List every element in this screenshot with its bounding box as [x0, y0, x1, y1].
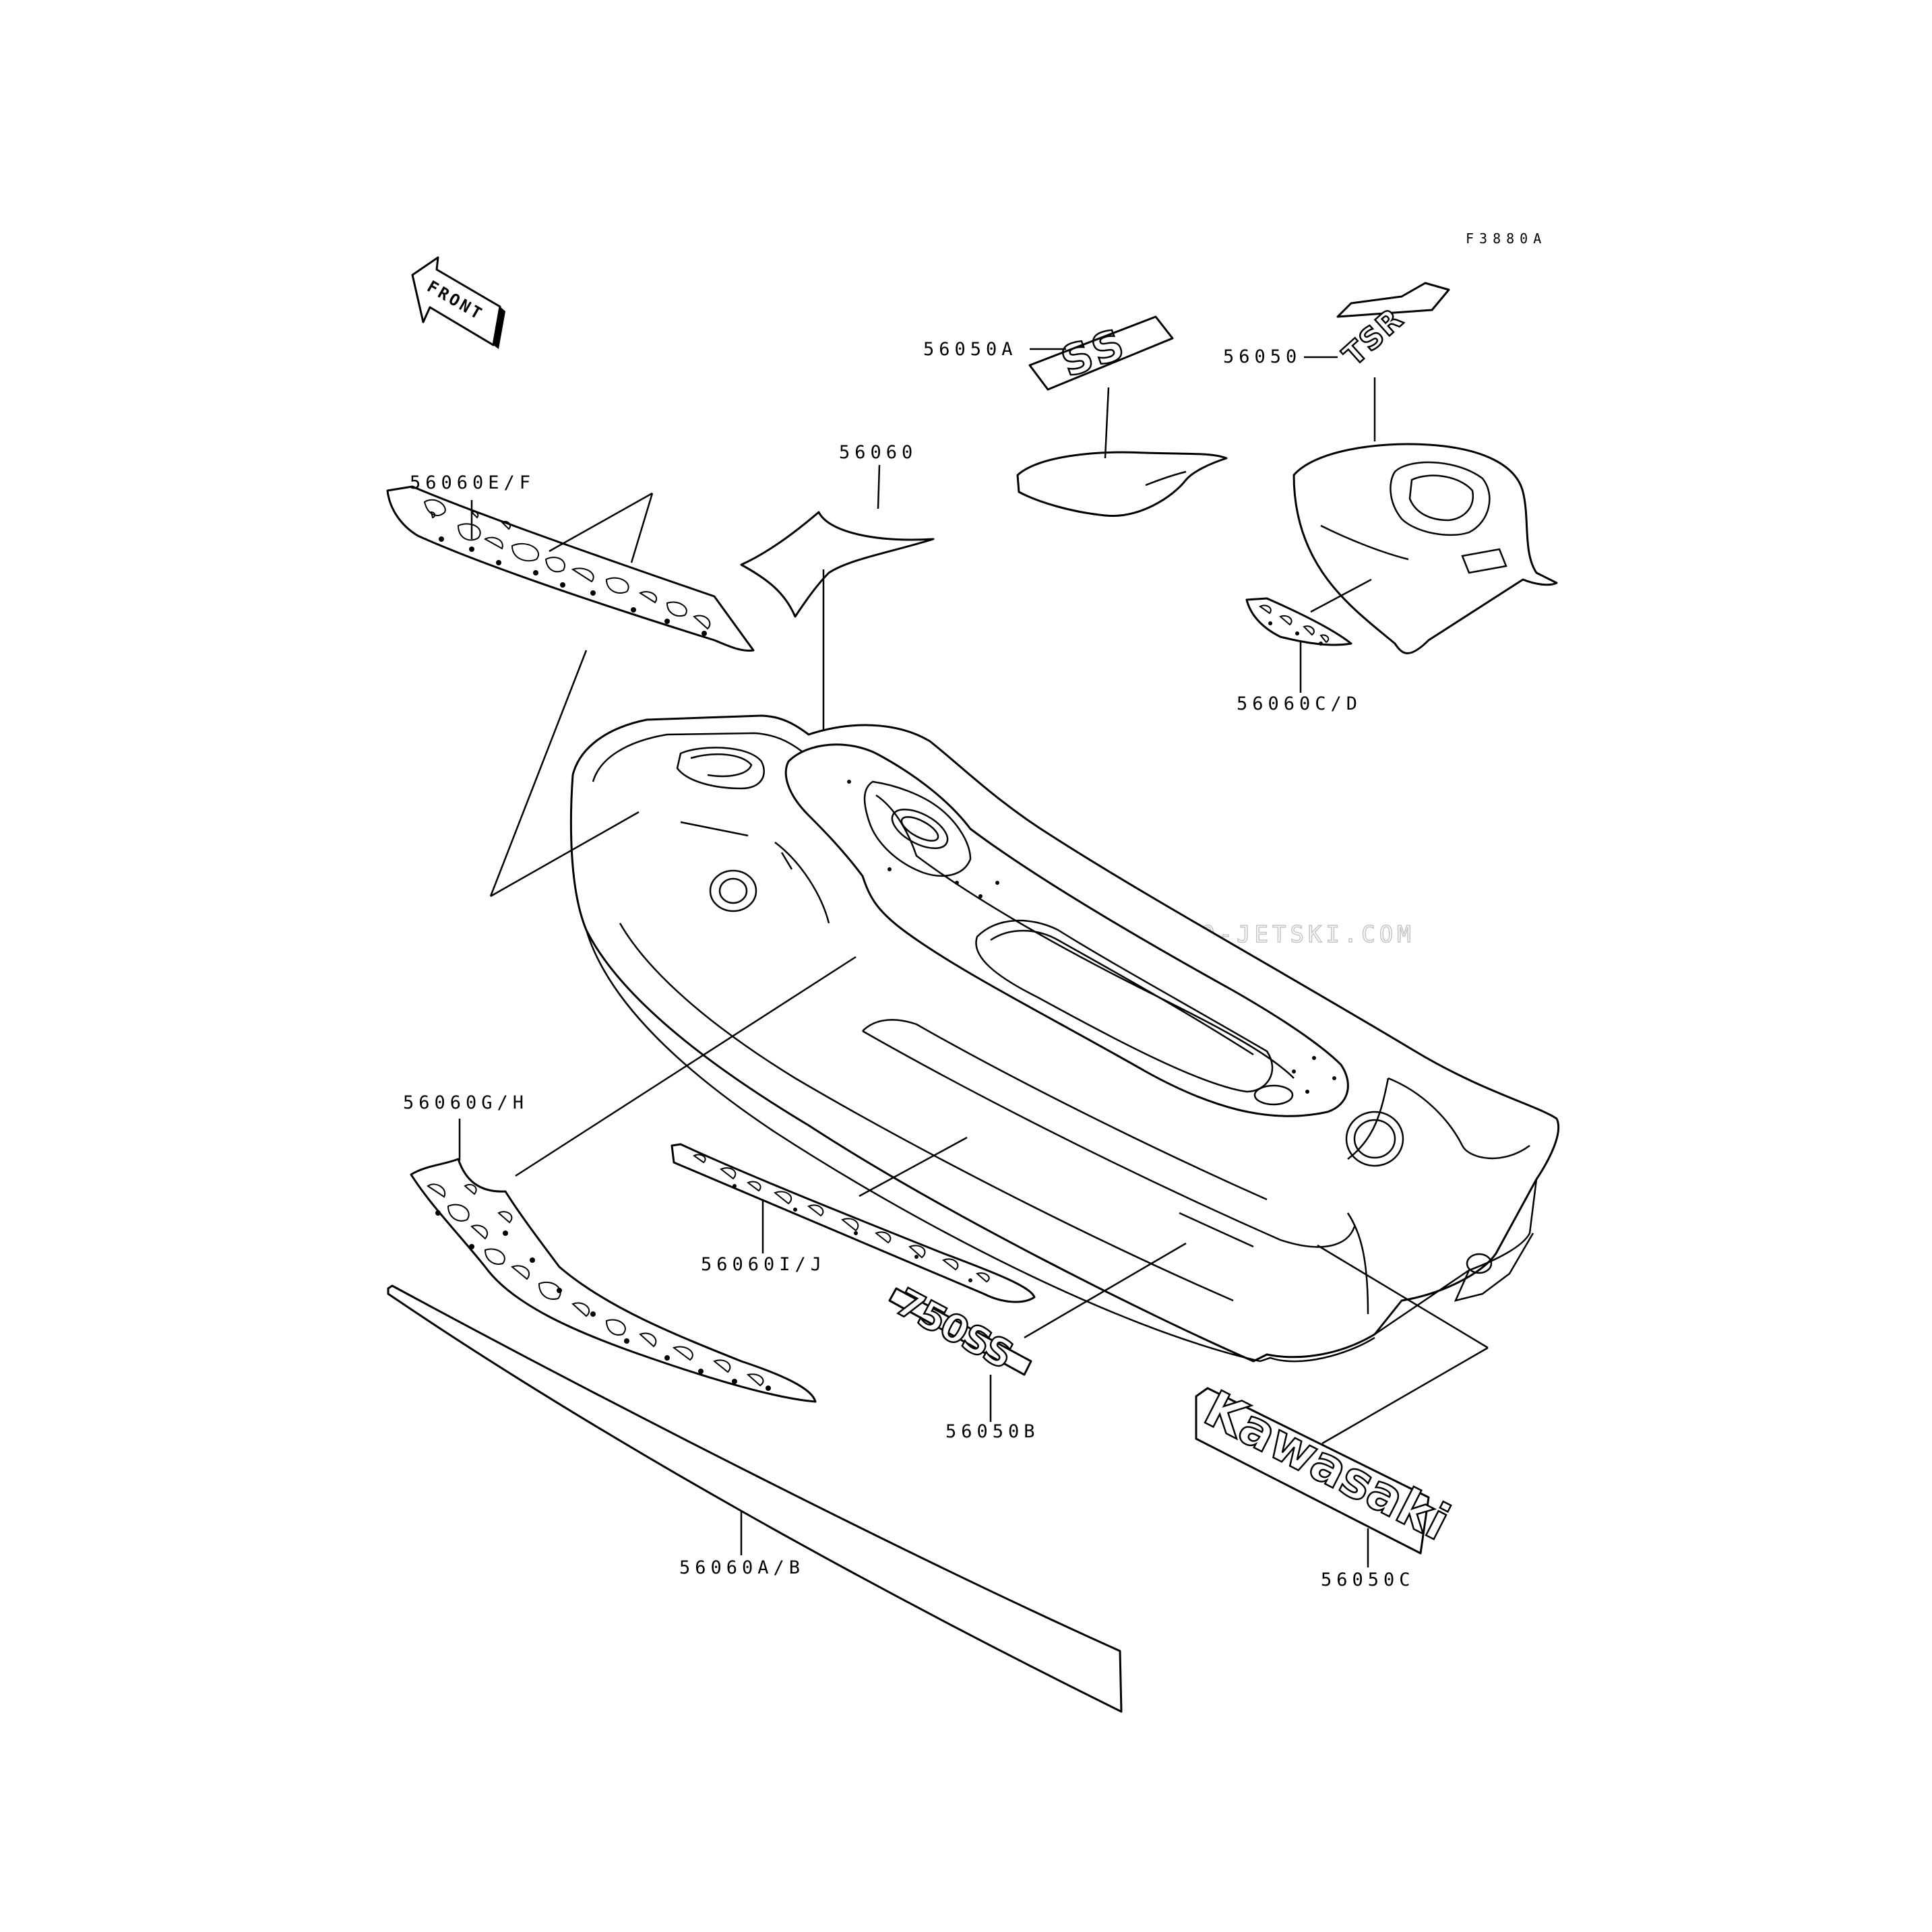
callout-56050C: 56050C — [1321, 1569, 1415, 1590]
decal-56060CD — [1245, 597, 1352, 646]
decal-56060 — [740, 511, 935, 618]
decal-56060IJ — [671, 1143, 1036, 1303]
callout-56060: 56060 — [839, 442, 917, 463]
callout-56060AB: 56060A/B — [679, 1557, 805, 1578]
figure-code: F3880A — [1466, 230, 1547, 247]
callout-56050B: 56050B — [945, 1421, 1040, 1442]
callout-56060GH: 56060G/H — [403, 1092, 528, 1113]
seat-cover — [1016, 451, 1228, 518]
callout-56060CD: 56060C/D — [1237, 693, 1362, 714]
callout-56050: 56050 — [1223, 346, 1301, 367]
decal-56050A: SS — [1028, 315, 1174, 391]
callout-56050A: 56050A — [923, 339, 1018, 360]
callout-56060EF: 56060E/F — [410, 472, 535, 493]
leader-lines — [458, 348, 1489, 1567]
hull-body — [569, 714, 1560, 1363]
decal-56050: TSR — [1336, 282, 1450, 373]
decal-56060AB — [387, 1284, 1123, 1713]
callout-56060IJ: 56060I/J — [701, 1254, 826, 1275]
brand-decal-text: Kawasaki — [1195, 1379, 1458, 1552]
front-hood — [1292, 443, 1558, 654]
decal-56060GH — [410, 1158, 817, 1403]
front-arrow-icon: FRONT — [411, 256, 505, 349]
decal-56060EF — [386, 485, 755, 652]
decal-56050C: Kawasaki — [1195, 1379, 1459, 1555]
callout-labels: 56050A 56050 56060 56060E/F 56060C/D 560… — [403, 339, 1415, 1590]
